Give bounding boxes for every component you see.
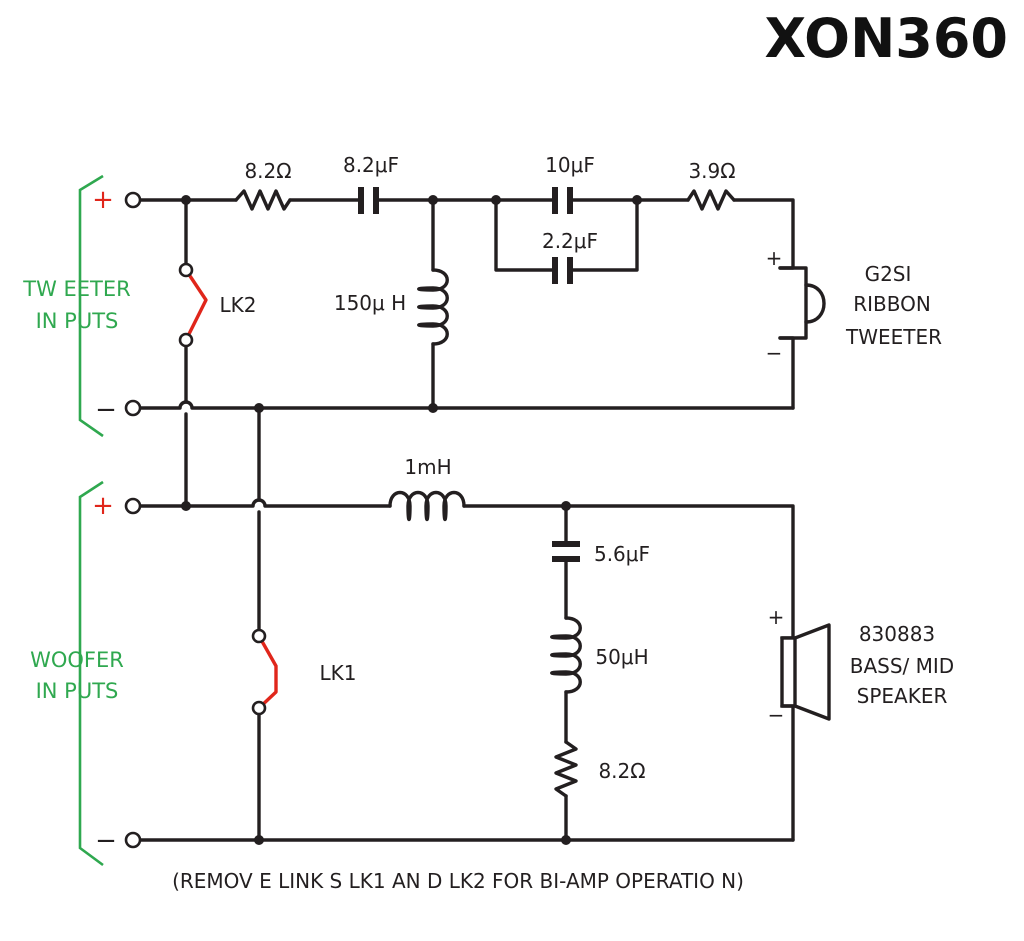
tweeter-label-line2: RIBBON	[853, 292, 931, 316]
capacitor-8-2uf-plate	[373, 187, 379, 214]
capacitor-5-6uf-plate	[552, 541, 580, 547]
tweeter-negative-rail	[138, 400, 795, 410]
wire	[571, 198, 639, 272]
wire	[778, 336, 795, 410]
woofer-positive-rail	[138, 498, 392, 508]
capacitor-5-6uf-plate	[552, 556, 580, 562]
woofer-label-line3: SPEAKER	[857, 684, 948, 708]
junction-dot	[428, 195, 438, 205]
capacitor-10uf-plate	[567, 187, 573, 214]
lk2-label: LK2	[220, 293, 257, 317]
tweeter-plus-terminal	[124, 191, 142, 209]
tweeter-label-line3: TWEETER	[845, 325, 942, 349]
junction-dot	[428, 403, 438, 413]
tweeter-label-line1: G2SI	[865, 262, 912, 286]
lk1-terminal	[251, 628, 267, 644]
junction-dot	[491, 195, 501, 205]
woofer-label-line2: BASS/ MID	[850, 654, 954, 678]
capacitor-10uf-label: 10μF	[545, 153, 595, 177]
lk1-link	[257, 635, 278, 710]
resistor-3-9-ohm	[686, 189, 736, 211]
woofer-minus-terminal	[124, 831, 142, 849]
tweeter-polarity-plus: +	[766, 246, 783, 270]
lk1-terminal	[251, 700, 267, 716]
lk2-terminal	[178, 332, 194, 348]
capacitor-2-2uf-label: 2.2μF	[542, 229, 598, 253]
page-title: XON360	[764, 7, 1008, 70]
lk1-label: LK1	[320, 661, 357, 685]
tweeter-inputs-label-line2: IN PUTS	[36, 309, 119, 333]
ribbon-tweeter-dome	[804, 283, 826, 324]
resistor-8-2-ohm-label: 8.2Ω	[244, 159, 291, 183]
woofer-polarity-plus: +	[768, 605, 785, 629]
woofer-plus-sign: +	[92, 491, 114, 521]
tweeter-inputs-bracket	[78, 174, 104, 438]
junction-dot	[632, 195, 642, 205]
inductor-150uh	[417, 268, 449, 346]
tweeter-inputs-label-line1: TW EETER	[22, 277, 131, 301]
inductor-50uh	[550, 616, 582, 694]
tweeter-plus-sign: +	[92, 185, 114, 215]
capacitor-2-2uf-plate	[567, 257, 573, 284]
woofer-minus-sign: −	[95, 826, 117, 856]
resistor-3-9-ohm-label: 3.9Ω	[688, 159, 735, 183]
woofer-inputs-label-line2: IN PUTS	[36, 679, 119, 703]
lk2-terminal	[178, 262, 194, 278]
woofer-cone	[793, 623, 831, 721]
bi-amp-note: (REMOV E LINK S LK1 AN D LK2 FOR BI-AMP …	[172, 869, 744, 893]
capacitor-5-6uf-label: 5.6μF	[594, 542, 650, 566]
tweeter-minus-sign: −	[95, 395, 117, 425]
woofer-polarity-minus: −	[768, 703, 785, 727]
inductor-1mh-label: 1mH	[404, 455, 451, 479]
tweeter-minus-terminal	[124, 399, 142, 417]
inductor-50uh-label: 50μH	[595, 645, 648, 669]
inductor-150uh-label: 150μ H	[334, 291, 406, 315]
lk2-link	[184, 269, 208, 341]
tweeter-polarity-minus: −	[766, 341, 783, 365]
ribbon-tweeter-body	[778, 266, 808, 340]
junction-dot	[181, 501, 191, 511]
capacitor-8-2uf-label: 8.2μF	[343, 153, 399, 177]
resistor-8-2-ohm-zobel	[554, 740, 578, 798]
wire	[732, 198, 795, 270]
junction-dot	[254, 835, 264, 845]
resistor-8-2-ohm	[234, 189, 292, 211]
junction-dot	[561, 501, 571, 511]
resistor-8-2-ohm-zobel-label: 8.2Ω	[598, 759, 645, 783]
wire	[494, 198, 554, 272]
junction-dot	[561, 835, 571, 845]
inductor-1mh	[388, 490, 466, 522]
woofer-magnet	[780, 636, 797, 708]
wire	[462, 504, 795, 640]
woofer-inputs-label-line1: WOOFER	[30, 648, 124, 672]
woofer-plus-terminal	[124, 497, 142, 515]
capacitor-2-2uf-plate	[552, 257, 558, 284]
wire	[780, 704, 795, 842]
capacitor-8-2uf-plate	[358, 187, 364, 214]
woofer-inputs-bracket	[78, 480, 104, 867]
junction-dot	[181, 195, 191, 205]
capacitor-10uf-plate	[552, 187, 558, 214]
woofer-label-line1: 830883	[859, 622, 935, 646]
